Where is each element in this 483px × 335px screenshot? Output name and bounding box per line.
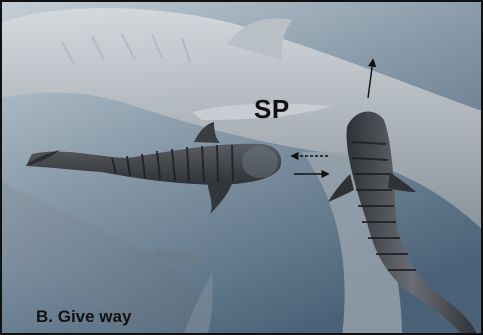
sp-label: SP bbox=[254, 94, 290, 125]
panel-caption: B. Give way bbox=[36, 307, 131, 327]
